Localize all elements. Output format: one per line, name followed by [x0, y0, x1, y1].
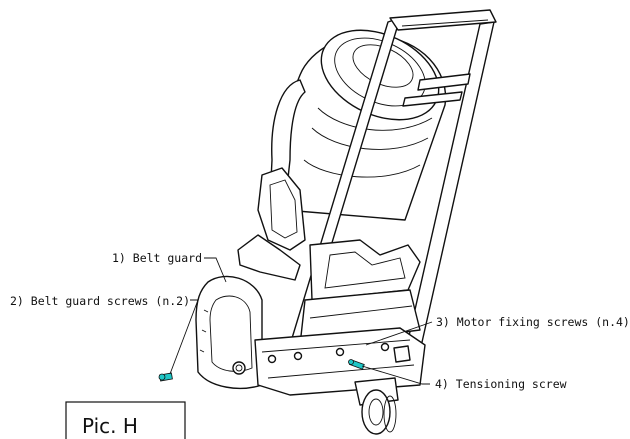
leader-lines: [169, 257, 433, 385]
label-tensioning-screw: 4) Tensioning screw: [435, 377, 567, 391]
base-chassis: [254, 327, 426, 396]
picture-caption: Pic. H: [82, 414, 138, 438]
label-belt-guard-screws: 2) Belt guard screws (n.2): [10, 294, 190, 308]
belt-guard: [195, 275, 263, 389]
castor-wheel: [354, 377, 399, 435]
label-motor-fixing-screws: 3) Motor fixing screws (n.4): [436, 315, 630, 329]
tensioning-screw-highlight: [348, 359, 365, 370]
picture-caption-box: Pic. H: [65, 401, 186, 439]
bracket-frame: [237, 167, 306, 281]
belt-guard-screw-highlight: [158, 372, 173, 382]
label-belt-guard: 1) Belt guard: [112, 251, 202, 265]
